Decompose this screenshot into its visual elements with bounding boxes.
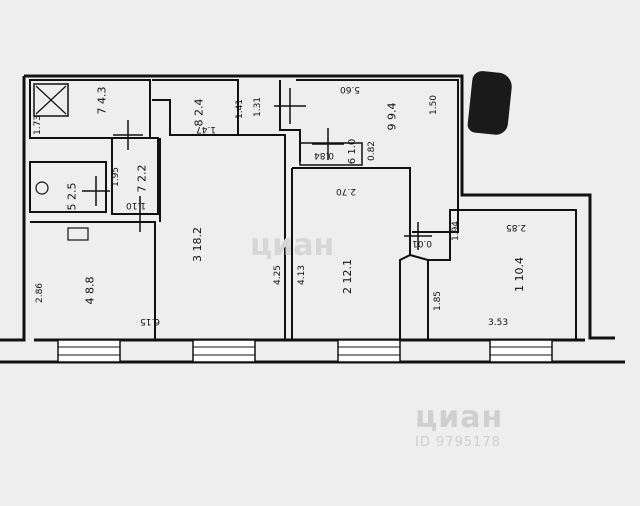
- dim-1-73: 1.73: [33, 114, 44, 136]
- dim-3-53: 3.53: [488, 318, 509, 328]
- room-1-outline: [427, 209, 577, 340]
- dim-1-94: 1.94: [451, 220, 462, 242]
- room-7b-label: 7 4.3: [95, 86, 109, 115]
- dim-2-85: 2.85: [506, 222, 527, 232]
- dim-2-70: 2.70: [336, 186, 357, 196]
- watermark: циан ID 9795178: [415, 400, 503, 450]
- outer-wall-left: [0, 76, 26, 342]
- ink-smudge: [466, 70, 514, 136]
- room-9-outline: [296, 79, 459, 233]
- dim-0-01: 0.01: [412, 238, 433, 248]
- room-2-label: 2 12.1: [341, 259, 354, 294]
- dim-6-15: 6.15: [140, 316, 161, 326]
- dim-1-95: 1.95: [111, 166, 122, 188]
- dim-1-10: 1.10: [126, 200, 147, 210]
- window-2: [192, 339, 256, 363]
- window-4: [489, 339, 553, 363]
- dim-1-50: 1.50: [429, 94, 440, 116]
- dim-4-13: 4.13: [297, 264, 308, 286]
- dim-2-86: 2.86: [35, 282, 46, 304]
- room-6-label: 6 1.0: [347, 138, 359, 165]
- room-8-outline: [152, 79, 239, 136]
- wall-connector: [409, 254, 429, 261]
- dim-1-85: 1.85: [433, 290, 444, 312]
- room-1-label: 1 10.4: [513, 257, 526, 292]
- watermark-center: циан: [250, 228, 335, 263]
- sink: [67, 227, 89, 241]
- dim-0-82: 0.82: [367, 140, 378, 162]
- dim-0-84: 0.84: [314, 150, 335, 160]
- outer-wall-top: [24, 74, 615, 340]
- room-bath-outline: [29, 79, 151, 139]
- dim-1-31: 1.31: [253, 96, 264, 118]
- toilet: [35, 181, 49, 195]
- window-3: [337, 339, 401, 363]
- dim-1-47: 1.47: [196, 124, 217, 134]
- room-3-label: 3 18.2: [191, 227, 204, 262]
- dim-1-41: 1.41: [235, 98, 246, 120]
- window-1: [57, 339, 121, 363]
- room-7-label: 7 2.2: [135, 164, 149, 193]
- room-5-label: 5 2.5: [65, 182, 79, 211]
- room-4-label: 4 8.8: [83, 276, 97, 305]
- dim-4-25: 4.25: [273, 264, 284, 286]
- dim-5-60: 5.60: [340, 84, 361, 94]
- shower-cross: [35, 85, 67, 115]
- watermark-brand: циан: [415, 400, 504, 435]
- room-8-label: 8 2.4: [192, 98, 206, 127]
- room-9-label: 9 9.4: [385, 102, 399, 131]
- room-6-outline: [299, 142, 363, 166]
- room-3-outline: [159, 134, 286, 340]
- shower: [33, 83, 69, 117]
- room-5-outline: [29, 161, 107, 213]
- watermark-id: ID 9795178: [415, 435, 501, 450]
